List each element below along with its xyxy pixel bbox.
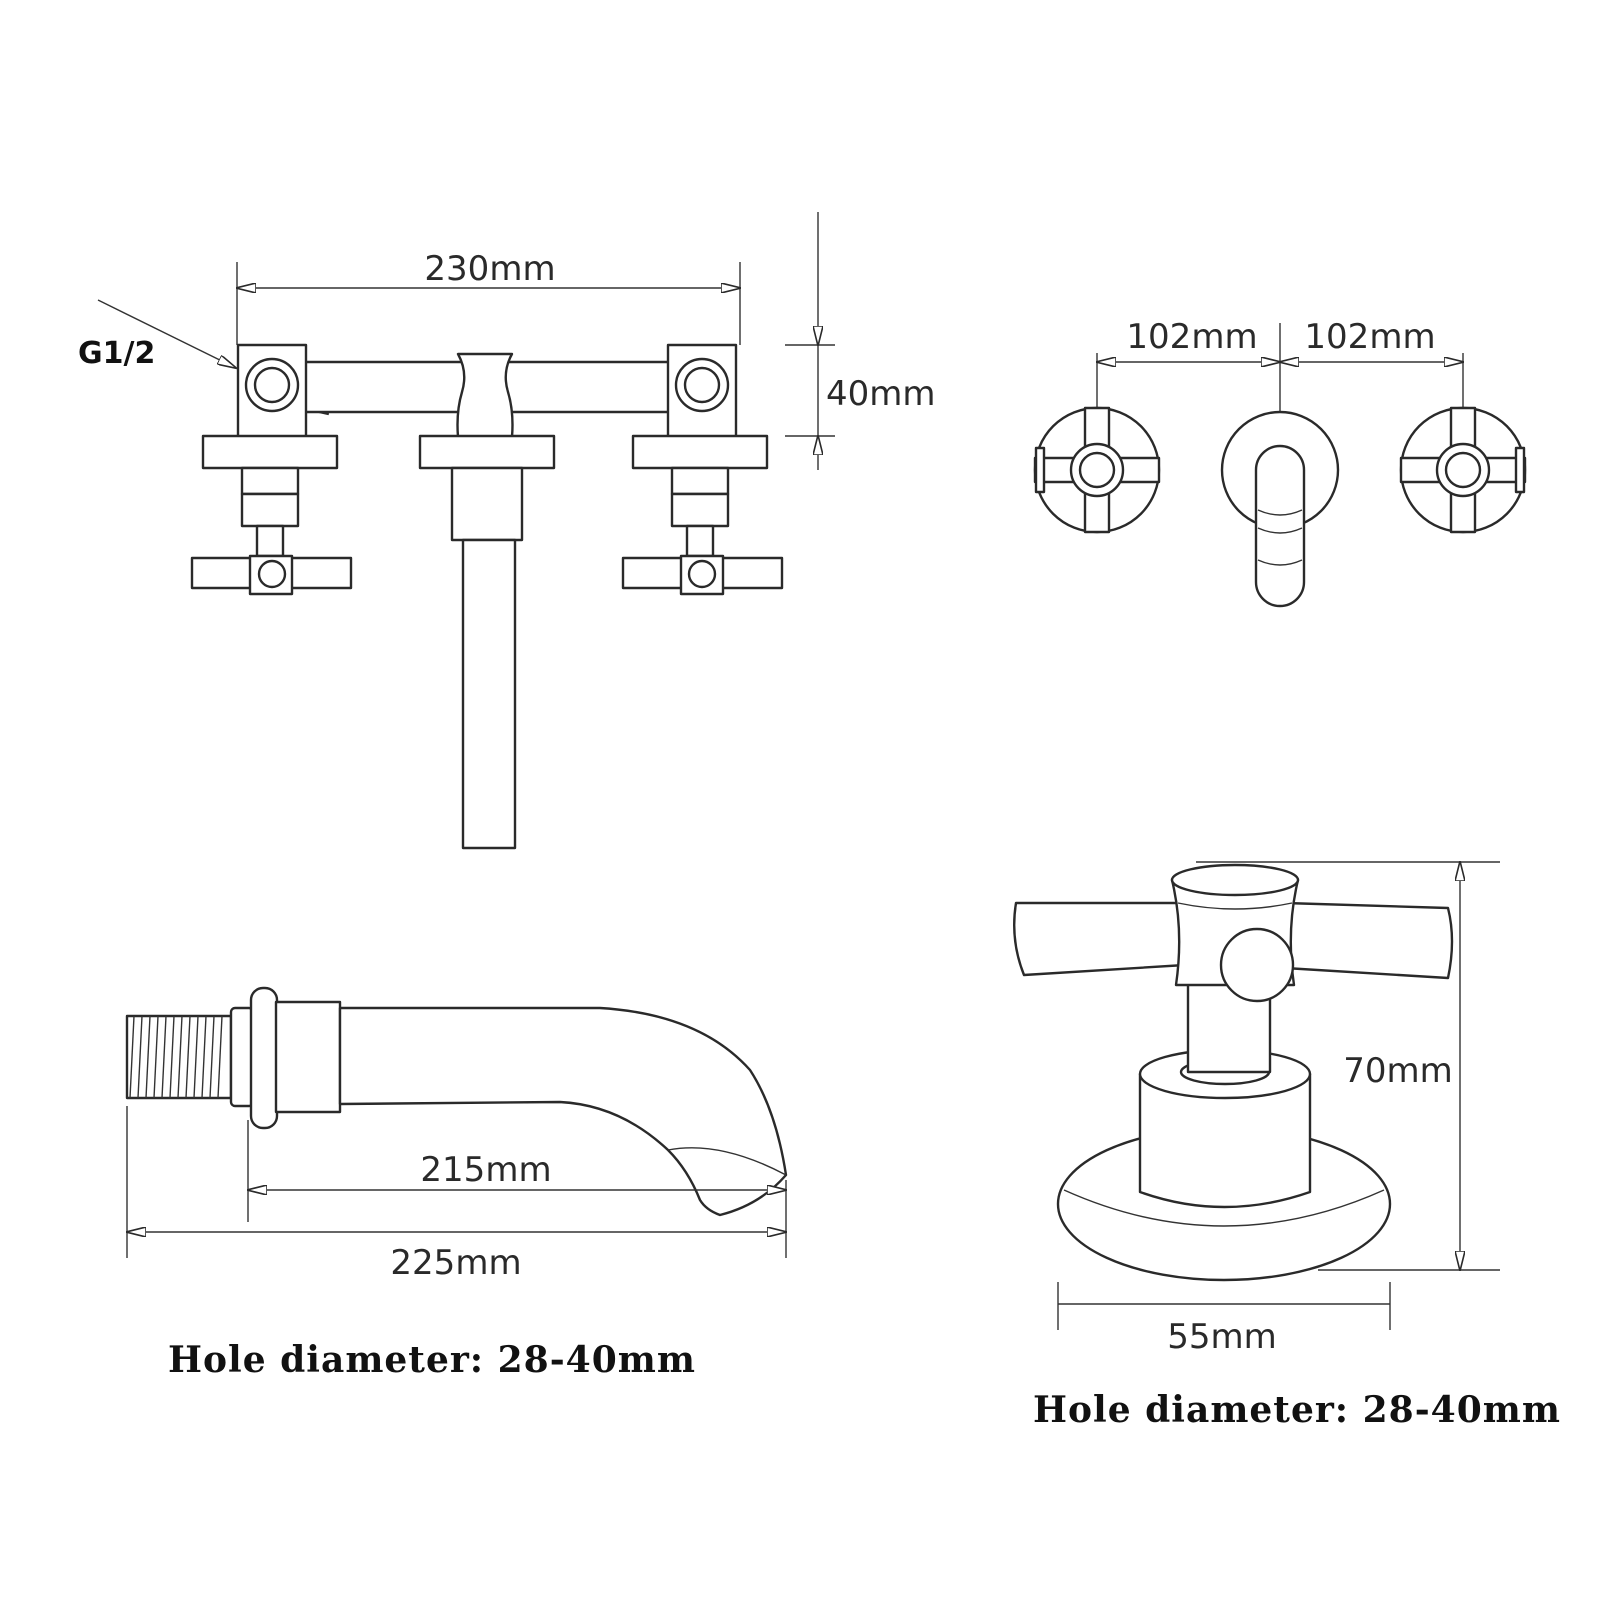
spout-hole-note: Hole diameter: 28-40mm [168, 1339, 696, 1381]
front-view: 230mm G1/2 [78, 212, 936, 850]
center-lever-handle-top [1220, 410, 1340, 608]
spout-nut [229, 1006, 255, 1108]
inner-length-label: 215mm [420, 1150, 551, 1190]
spout-body [338, 1006, 788, 1217]
center-spout-front [418, 352, 556, 850]
left-spacing-label: 102mm [1126, 317, 1257, 357]
spout-thread [125, 1014, 233, 1100]
handle-right-arm [1283, 901, 1454, 980]
valve-body-cylinder [1138, 1072, 1312, 1209]
handle-height-label: 70mm [1343, 1051, 1453, 1091]
spout-side-view: 215mm 225mm Hole diameter: 28-40mm [125, 986, 788, 1381]
plate-width-label: 55mm [1167, 1317, 1277, 1357]
spout-collar [274, 1000, 342, 1114]
spout-flange [249, 986, 279, 1130]
inner-length-dimension: 215mm [248, 1120, 786, 1258]
width-label: 230mm [424, 249, 555, 289]
left-valve-front [190, 343, 353, 596]
thread-label: G1/2 [78, 336, 155, 371]
overall-length-label: 225mm [390, 1243, 521, 1283]
handle-side-view: 70mm 55mm Hole diameter: 28-40mm [1013, 862, 1561, 1431]
handle-height-dimension: 70mm [1196, 862, 1500, 1270]
width-dimension: 230mm [237, 249, 740, 345]
right-valve-front [621, 343, 784, 596]
overall-length-dimension: 225mm [127, 1106, 786, 1283]
handle-screw-cap [1219, 927, 1295, 1003]
handle-left-arm [1013, 901, 1187, 977]
handle-layout-view: 102mm 102mm [1033, 317, 1527, 608]
left-cross-handle-top [1033, 406, 1161, 534]
plate-width-dimension: 55mm [1057, 1282, 1391, 1357]
thread-callout: G1/2 [78, 299, 328, 414]
handle-hole-note: Hole diameter: 28-40mm [1033, 1389, 1561, 1431]
height-label: 40mm [826, 374, 936, 414]
height-dimension: 40mm [785, 212, 936, 470]
right-spacing-label: 102mm [1304, 317, 1435, 357]
right-cross-handle-top [1399, 406, 1527, 534]
